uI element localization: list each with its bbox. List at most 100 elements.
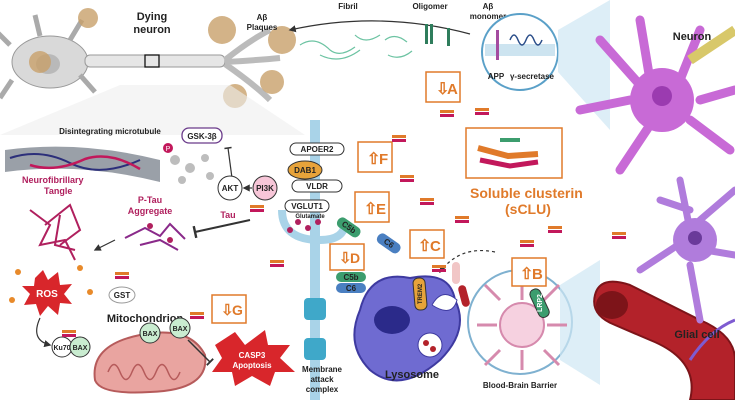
dab1-label: DAB1 bbox=[294, 166, 316, 175]
bbb-label: Blood-Brain Barrier bbox=[483, 381, 557, 390]
gst-node: GST bbox=[108, 286, 136, 304]
apoer2-label: APOER2 bbox=[301, 145, 334, 154]
bax-label-3: BAX bbox=[173, 326, 188, 333]
blood-vessel bbox=[593, 280, 735, 400]
vglut1-label: VGLUT1 bbox=[291, 202, 323, 211]
c5b-node-2: C5b bbox=[336, 272, 366, 282]
gamma-secretase-label: γ-secretase bbox=[510, 72, 555, 81]
bax-node-2: BAX bbox=[139, 322, 161, 344]
trem2-label: TREM2 bbox=[418, 283, 424, 304]
zoom-wedge bbox=[0, 85, 305, 135]
abeta-plaques-label-1: Aβ bbox=[257, 13, 268, 22]
marker-f-letter: F bbox=[379, 151, 388, 168]
dab1-node: DAB1 bbox=[287, 160, 323, 180]
marker-g: ⇩ G bbox=[211, 294, 247, 324]
dying-neuron bbox=[0, 14, 281, 103]
mac-label-2: attack bbox=[310, 375, 334, 384]
bax-label-1: BAX bbox=[73, 345, 88, 352]
tau-inhibit-aggregate-arrow bbox=[192, 219, 251, 239]
ptau-aggregate bbox=[124, 222, 186, 251]
marker-f: ⇧ F bbox=[357, 141, 393, 173]
neurofibrillary-tangle bbox=[29, 203, 82, 261]
phospho-p-label: P bbox=[166, 146, 171, 153]
akt-node: AKT bbox=[217, 175, 243, 201]
marker-g-arrow: ⇩ bbox=[221, 302, 234, 319]
marker-d-arrow: ⇩ bbox=[339, 250, 352, 267]
pi3k-node: PI3K bbox=[252, 175, 278, 201]
ku70-node: Ku70 bbox=[51, 336, 73, 358]
mac-label-3: complex bbox=[306, 385, 339, 394]
microtubule-label: Disintegrating microtubule bbox=[59, 127, 161, 136]
dying-neuron-title-line2: neuron bbox=[133, 24, 171, 36]
microglia-cell bbox=[353, 275, 461, 382]
gsk3b-label: GSK-3β bbox=[187, 132, 216, 141]
marker-g-letter: G bbox=[232, 302, 243, 318]
membrane-attack-complex bbox=[304, 298, 326, 360]
c6-node-1: C6 bbox=[376, 233, 401, 254]
lysosome-label: Lysosome bbox=[385, 369, 439, 381]
ptau-label-1: P-Tau bbox=[138, 195, 162, 205]
bax-label-2: BAX bbox=[143, 331, 158, 338]
synaptic-membrane bbox=[310, 120, 320, 400]
marker-b-letter: B bbox=[532, 266, 543, 283]
abeta-aggregation-arrow bbox=[288, 20, 471, 35]
glial-cell-label: Glial cell bbox=[674, 329, 719, 341]
lrp2-label: LRP2 bbox=[537, 294, 544, 312]
ptau-to-nft-arrow bbox=[93, 239, 116, 251]
mitochondrion-label: Mitochondrion bbox=[107, 313, 184, 325]
mitochondrion bbox=[93, 331, 207, 394]
dying-neuron-title-line1: Dying bbox=[137, 11, 168, 23]
vldr-node: VLDR bbox=[291, 179, 343, 193]
oligomers bbox=[425, 24, 450, 46]
sclu-box bbox=[465, 127, 563, 179]
oligomer-label: Oligomer bbox=[412, 2, 447, 11]
marker-f-arrow: ⇧ bbox=[367, 151, 380, 168]
fibril-label: Fibril bbox=[338, 2, 358, 11]
abeta-monomer-label-2: monomer bbox=[470, 12, 506, 21]
app-label: APP bbox=[488, 72, 505, 81]
sclu-label-2: (sCLU) bbox=[505, 201, 551, 217]
bbb-inset bbox=[467, 260, 600, 385]
microtubule bbox=[5, 146, 214, 184]
red-capsule bbox=[458, 285, 470, 307]
vglut1-node: VGLUT1 bbox=[284, 199, 330, 213]
marker-d-letter: D bbox=[350, 250, 360, 266]
pi3k-label: PI3K bbox=[256, 184, 274, 193]
neuron-cell bbox=[575, 15, 735, 175]
marker-d: ⇩ D bbox=[329, 243, 365, 271]
ros-label: ROS bbox=[36, 289, 58, 300]
marker-e-arrow: ⇧ bbox=[364, 201, 377, 218]
bax-inhibit-casp3-arrow bbox=[187, 339, 214, 366]
c5b-label-2: C5b bbox=[343, 273, 358, 282]
ptau-label-2: Aggregate bbox=[128, 206, 173, 216]
c6-node-2: C6 bbox=[336, 283, 366, 293]
akt-inhibit-gsk-arrow bbox=[224, 146, 233, 179]
casp3-label-2: Apoptosis bbox=[232, 361, 272, 370]
casp3-apoptosis-burst: CASP3 Apoptosis bbox=[212, 330, 295, 386]
marker-a-arrow: ⇩ bbox=[436, 81, 449, 98]
bax-node-1: BAX bbox=[69, 336, 91, 358]
marker-c: ⇧ C bbox=[409, 229, 445, 259]
marker-c-arrow: ⇧ bbox=[418, 238, 431, 255]
bax-node-3: BAX bbox=[169, 317, 191, 339]
phospho-p: P bbox=[163, 143, 173, 153]
marker-e: ⇧ E bbox=[354, 191, 390, 223]
glutamate-label: Glutamate bbox=[295, 214, 325, 220]
marker-e-letter: E bbox=[376, 201, 386, 218]
nft-label-1: Neurofibrillary bbox=[22, 175, 84, 185]
akt-label: AKT bbox=[222, 184, 239, 193]
casp3-label-1: CASP3 bbox=[239, 351, 266, 360]
app-membrane-inset bbox=[481, 0, 610, 130]
fibrils bbox=[299, 34, 413, 60]
gst-label: GST bbox=[114, 291, 131, 300]
vglut1-vesicle bbox=[278, 209, 349, 245]
gsk3b-node: GSK-3β bbox=[181, 127, 223, 144]
trem2-node: TREM2 bbox=[412, 277, 428, 311]
marker-c-letter: C bbox=[430, 238, 441, 255]
sclu-molecules bbox=[62, 108, 626, 337]
apoer2-node: APOER2 bbox=[289, 142, 345, 156]
nft-label-2: Tangle bbox=[44, 186, 72, 196]
marker-a: ⇩ A bbox=[425, 71, 461, 103]
